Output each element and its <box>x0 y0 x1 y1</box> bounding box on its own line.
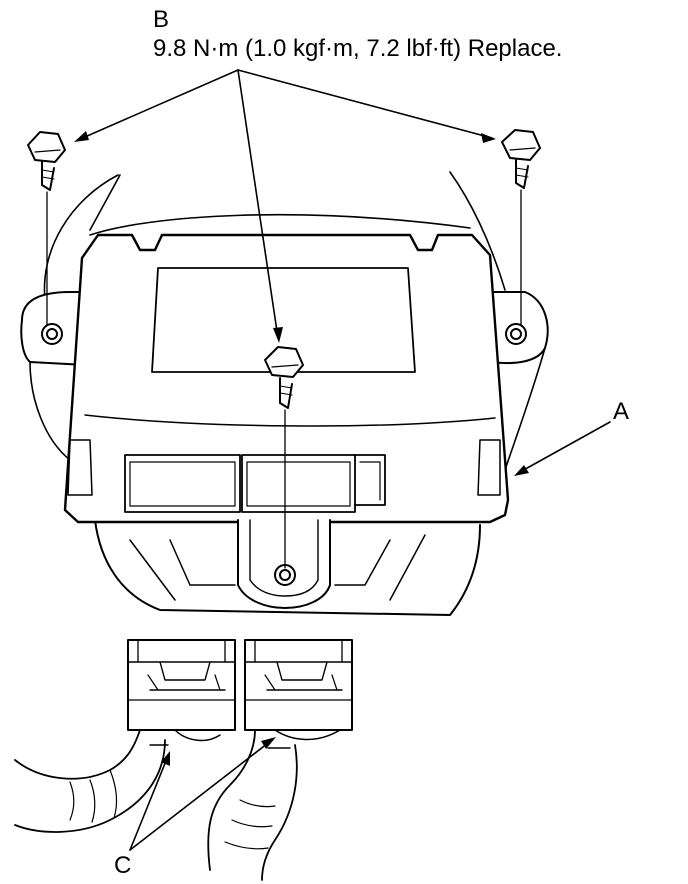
arrowheads-b <box>74 131 496 343</box>
connector-left <box>127 639 236 731</box>
lower-mounting-tab <box>237 519 331 609</box>
bolt-hole <box>505 323 527 345</box>
wire-harness <box>14 729 341 881</box>
arrowheads-c <box>161 737 276 766</box>
srs-unit-a <box>63 233 510 524</box>
leader-lines-b <box>77 69 493 339</box>
callout-label-c: C <box>114 852 132 879</box>
bolt-hole <box>41 323 63 345</box>
bolt-left <box>27 131 66 326</box>
bolt-center <box>264 346 304 569</box>
callout-label-b: B <box>153 6 170 33</box>
callout-label-a: A <box>613 398 630 425</box>
torque-spec-text: 9.8 N·m (1.0 kgf·m, 7.2 lbf·ft) Replace. <box>153 35 563 62</box>
connector-right <box>244 639 353 731</box>
bolt-right <box>501 129 541 326</box>
leader-lines-c <box>129 739 273 851</box>
leader-line-a <box>514 421 611 476</box>
